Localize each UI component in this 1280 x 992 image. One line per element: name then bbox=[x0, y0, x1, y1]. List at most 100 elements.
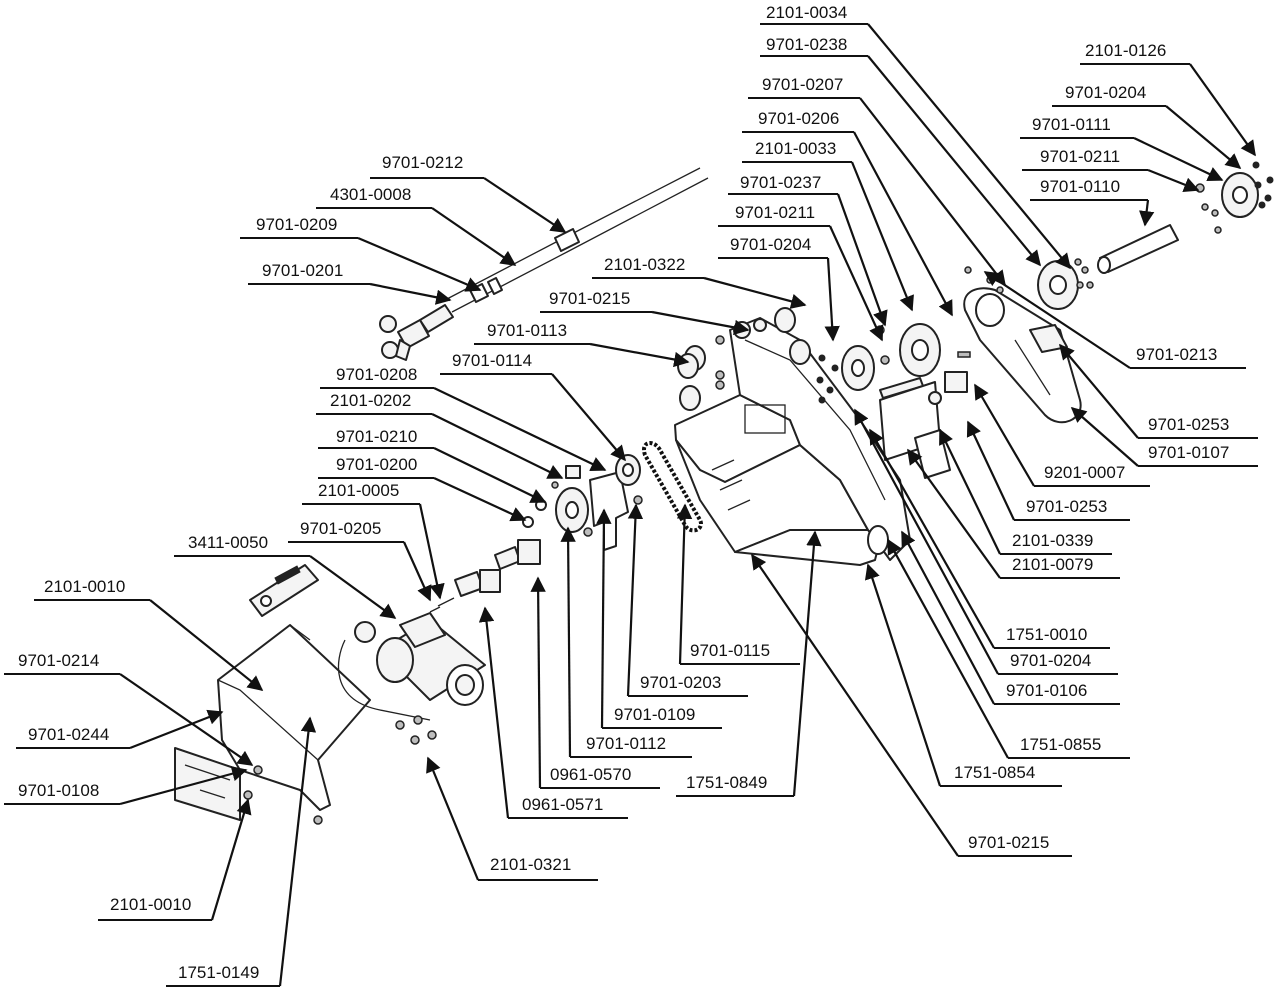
part-number-label: 9701-0204 bbox=[730, 235, 811, 254]
part-number-label: 9701-0109 bbox=[614, 705, 695, 724]
part-number-label: 9701-0211 bbox=[735, 203, 815, 222]
part-number-label: 2101-0126 bbox=[1085, 41, 1166, 60]
callout-2101-0005: 2101-0005 bbox=[302, 481, 445, 600]
callout-9701-0204: 9701-0204 bbox=[718, 235, 840, 342]
part-number-label: 9701-0213 bbox=[1136, 345, 1217, 364]
part-number-label: 0961-0570 bbox=[550, 765, 631, 784]
callout-9701-0201: 9701-0201 bbox=[248, 261, 452, 305]
part-number-label: 2101-0005 bbox=[318, 481, 399, 500]
upper-spindle-parts bbox=[1037, 161, 1274, 310]
part-number-label: 9701-0215 bbox=[968, 833, 1049, 852]
part-number-label: 9701-0237 bbox=[740, 173, 821, 192]
part-number-label: 9701-0204 bbox=[1065, 83, 1146, 102]
part-number-label: 2101-0010 bbox=[44, 577, 125, 596]
part-number-label: 1751-0149 bbox=[178, 963, 259, 982]
callout-9701-0114: 9701-0114 bbox=[440, 351, 626, 462]
part-number-label: 9701-0209 bbox=[256, 215, 337, 234]
part-number-label: 9701-0204 bbox=[1010, 651, 1091, 670]
pulleys bbox=[816, 266, 972, 479]
callout-9701-0215-b: 9701-0215 bbox=[751, 553, 1072, 857]
callout-2101-0010-b: 2101-0010 bbox=[98, 798, 252, 921]
part-number-label: 9701-0244 bbox=[28, 725, 109, 744]
callout-2101-0322: 2101-0322 bbox=[592, 255, 807, 309]
callout-9701-0207: 9701-0207 bbox=[748, 75, 1006, 287]
part-number-label: 2101-0339 bbox=[1012, 531, 1093, 550]
part-number-label: 9701-0214 bbox=[18, 651, 99, 670]
hose-assembly bbox=[379, 167, 709, 361]
callout-9701-0205: 9701-0205 bbox=[288, 519, 432, 602]
part-number-label: 9701-0208 bbox=[336, 365, 417, 384]
callout-9701-0106: 9701-0106 bbox=[901, 530, 1120, 705]
part-number-label: 9701-0114 bbox=[452, 351, 532, 370]
part-number-label: 9701-0110 bbox=[1040, 177, 1120, 196]
callout-2101-0202: 2101-0202 bbox=[316, 391, 564, 479]
callout-9201-0007: 9201-0007 bbox=[974, 383, 1150, 487]
callout-9701-0204-c: 9701-0204 bbox=[854, 408, 1118, 675]
part-number-label: 9701-0210 bbox=[336, 427, 417, 446]
part-number-label: 2101-0033 bbox=[755, 139, 836, 158]
callout-9701-0244: 9701-0244 bbox=[16, 709, 224, 750]
parts-drawing bbox=[174, 161, 1274, 825]
callout-1751-0854: 1751-0854 bbox=[864, 563, 1062, 787]
part-number-label: 2101-0034 bbox=[766, 3, 847, 22]
callout-9701-0253: 9701-0253 bbox=[1059, 343, 1258, 439]
part-number-label: 1751-0855 bbox=[1020, 735, 1101, 754]
callout-9701-0206: 9701-0206 bbox=[742, 109, 953, 317]
part-number-label: 9701-0112 bbox=[586, 734, 666, 753]
part-number-label: 9701-0200 bbox=[336, 455, 417, 474]
callout-9701-0110: 9701-0110 bbox=[1030, 177, 1155, 227]
callout-1751-0855: 1751-0855 bbox=[887, 538, 1130, 759]
part-number-label: 4301-0008 bbox=[330, 185, 411, 204]
callout-0961-0570: 0961-0570 bbox=[530, 576, 660, 789]
callout-2101-0126: 2101-0126 bbox=[1080, 41, 1256, 157]
callout-0961-0571: 0961-0571 bbox=[478, 606, 628, 819]
callout-2101-0321: 2101-0321 bbox=[426, 756, 598, 881]
part-number-label: 9701-0115 bbox=[690, 641, 770, 660]
part-number-label: 9701-0238 bbox=[766, 35, 847, 54]
part-number-label: 9201-0007 bbox=[1044, 463, 1125, 482]
callout-2101-0034: 2101-0034 bbox=[760, 3, 1071, 270]
callout-9701-0208: 9701-0208 bbox=[320, 365, 607, 471]
part-number-label: 2101-0202 bbox=[330, 391, 411, 410]
callout-9701-0113: 9701-0113 bbox=[474, 321, 690, 368]
callout-9701-0214: 9701-0214 bbox=[4, 651, 254, 766]
swing-arm bbox=[963, 276, 1082, 424]
motor bbox=[337, 612, 486, 745]
part-number-label: 9701-0113 bbox=[487, 321, 567, 340]
callout-3411-0050: 3411-0050 bbox=[174, 533, 397, 619]
part-number-label: 9701-0215 bbox=[549, 289, 630, 308]
callout-9701-0210: 9701-0210 bbox=[318, 427, 547, 503]
callout-9701-0203: 9701-0203 bbox=[626, 503, 748, 697]
callout-9701-0253-b: 9701-0253 bbox=[966, 420, 1130, 521]
part-number-label: 1751-0849 bbox=[686, 773, 767, 792]
part-number-label: 2101-0079 bbox=[1012, 555, 1093, 574]
warning-decal bbox=[249, 564, 319, 617]
part-number-label: 9701-0211 bbox=[1040, 147, 1120, 166]
part-number-label: 2101-0010 bbox=[110, 895, 191, 914]
part-number-label: 9701-0253 bbox=[1026, 497, 1107, 516]
callout-9701-0212: 9701-0212 bbox=[370, 153, 567, 233]
switch-and-bracket-parts bbox=[429, 454, 643, 613]
callout-9701-0238: 9701-0238 bbox=[760, 35, 1041, 267]
callout-9701-0111: 9701-0111 bbox=[1020, 115, 1224, 181]
callout-9701-0211: 9701-0211 bbox=[718, 203, 884, 342]
callout-9701-0112: 9701-0112 bbox=[560, 526, 692, 758]
callout-9701-0204-b: 9701-0204 bbox=[1052, 83, 1242, 169]
callout-9701-0213: 9701-0213 bbox=[983, 271, 1246, 369]
callout-1751-0849: 1751-0849 bbox=[676, 530, 822, 797]
callout-9701-0215: 9701-0215 bbox=[540, 289, 750, 336]
part-number-label: 9701-0106 bbox=[1006, 681, 1087, 700]
callout-2101-0339: 2101-0339 bbox=[939, 428, 1112, 555]
callout-1751-0010: 1751-0010 bbox=[869, 428, 1110, 649]
part-number-label: 9701-0201 bbox=[262, 261, 343, 280]
part-number-label: 9701-0206 bbox=[758, 109, 839, 128]
part-number-label: 9701-0108 bbox=[18, 781, 99, 800]
drive-belt bbox=[642, 441, 703, 533]
callout-9701-0237: 9701-0237 bbox=[728, 173, 888, 327]
part-number-label: 1751-0854 bbox=[954, 763, 1035, 782]
part-number-label: 9701-0207 bbox=[762, 75, 843, 94]
callout-2101-0010: 2101-0010 bbox=[34, 577, 264, 691]
part-number-label: 9701-0107 bbox=[1148, 443, 1229, 462]
part-number-label: 2101-0322 bbox=[604, 255, 685, 274]
